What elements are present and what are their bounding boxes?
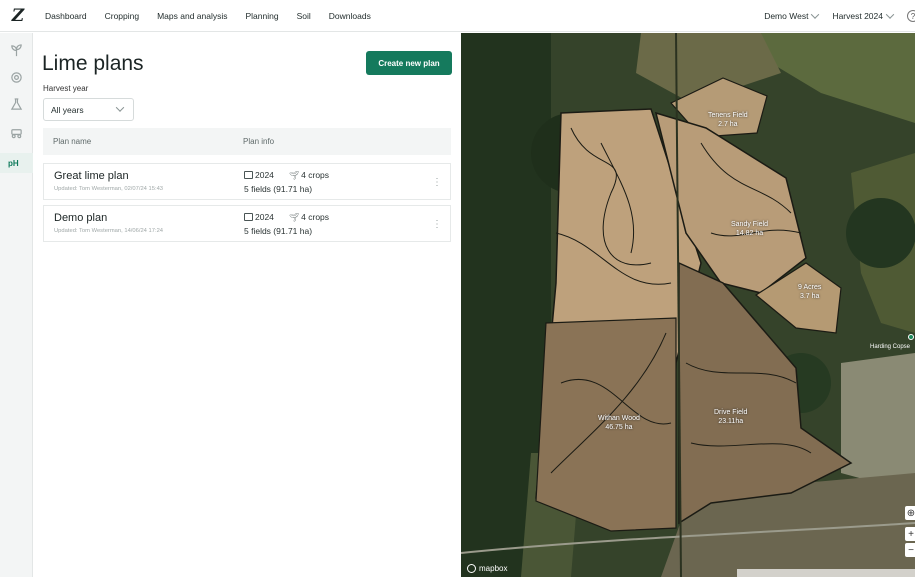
mapbox-logo[interactable]: mapbox: [467, 564, 507, 573]
create-new-plan-button[interactable]: Create new plan: [366, 51, 452, 75]
plan-crops: 🌱︎4 crops: [289, 170, 329, 180]
nav-downloads[interactable]: Downloads: [328, 10, 371, 21]
rail-active-indicator: [0, 153, 33, 173]
field-drive: [678, 261, 853, 525]
app-logo[interactable]: Z: [11, 5, 25, 26]
harvest-select-value: Harvest 2024: [832, 11, 883, 21]
flask-icon[interactable]: [9, 97, 23, 111]
main-nav: Dashboard Cropping Maps and analysis Pla…: [36, 11, 380, 21]
plan-year: 2024: [244, 170, 274, 180]
field-label-sandy: Sandy Field 14.82 ha: [731, 220, 768, 238]
harvest-year-label: Harvest year: [43, 84, 89, 93]
help-icon[interactable]: ?: [907, 10, 915, 22]
nav-right-controls: Demo West Harvest 2024 ?: [764, 0, 915, 32]
compass-button[interactable]: ⊕: [905, 506, 915, 520]
calendar-icon: [244, 171, 253, 179]
farm-select-value: Demo West: [764, 11, 809, 21]
field-area: 2.7 ha: [718, 121, 738, 128]
nav-dashboard[interactable]: Dashboard: [45, 10, 87, 21]
field-withan-wood-south: [535, 317, 677, 532]
field-name: Withan Wood: [598, 415, 640, 422]
field-name: Tenens Field: [708, 112, 748, 119]
field-sandy: [654, 111, 807, 294]
plan-crops-value: 4 crops: [301, 170, 330, 180]
harvest-select[interactable]: Harvest 2024: [832, 10, 895, 21]
plan-name: Great lime plan: [54, 170, 129, 182]
field-area: 46.75 ha: [605, 424, 633, 431]
plan-year-value: 2024: [255, 170, 274, 180]
field-label-withan-wood: Withan Wood 46.75 ha: [598, 414, 640, 432]
map-canvas: [461, 33, 915, 577]
target-icon[interactable]: [9, 70, 23, 84]
nav-planning[interactable]: Planning: [245, 10, 279, 21]
poi-label: Harding Copse: [870, 344, 911, 350]
field-label-9-acres: 9 Acres 3.7 ha: [798, 283, 821, 301]
nav-cropping[interactable]: Cropping: [104, 10, 140, 21]
plan-crops-value: 4 crops: [301, 212, 330, 222]
sprout-icon[interactable]: [9, 43, 23, 57]
field-area: 23.11ha: [718, 418, 744, 425]
chevron-down-icon: [811, 10, 820, 19]
plan-crops: 🌱︎4 crops: [289, 212, 329, 222]
lime-plans-panel: Lime plans Create new plan Harvest year …: [34, 33, 460, 577]
field-name: Sandy Field: [731, 221, 768, 228]
more-options-icon[interactable]: ⋮: [432, 218, 442, 230]
column-plan-name: Plan name: [53, 137, 92, 146]
zoom-out-button[interactable]: −: [905, 543, 915, 557]
column-plan-info: Plan info: [243, 137, 275, 146]
nav-maps-and-analysis[interactable]: Maps and analysis: [157, 10, 228, 21]
plans-table-header: Plan name Plan info: [43, 128, 451, 155]
field-label-tenens: Tenens Field 2.7 ha: [708, 111, 748, 129]
field-name: 9 Acres: [798, 284, 822, 291]
plan-fields: 5 fields (91.71 ha): [244, 226, 313, 236]
satellite-map[interactable]: Tenens Field 2.7 ha Sandy Field 14.82 ha 9…: [461, 33, 915, 577]
nav-soil[interactable]: Soil: [296, 10, 311, 21]
chevron-down-icon: [115, 103, 125, 112]
field-9-acres: [754, 262, 842, 334]
page-title: Lime plans: [42, 52, 144, 75]
plan-fields: 5 fields (91.71 ha): [244, 184, 313, 194]
top-nav-bar: Z Dashboard Cropping Maps and analysis P…: [0, 0, 915, 32]
plan-updated: Updated: Tom Westerman, 02/07/24 15:43: [54, 186, 164, 192]
plan-year: 2024: [244, 212, 274, 222]
table-row[interactable]: Demo plan Updated: Tom Westerman, 14/06/…: [43, 205, 451, 242]
calendar-icon: [244, 213, 253, 221]
plan-updated: Updated: Tom Westerman, 14/06/24 17:24: [54, 228, 164, 234]
plan-name: Demo plan: [54, 212, 108, 224]
mapbox-text: mapbox: [479, 564, 508, 573]
table-row[interactable]: Great lime plan Updated: Tom Westerman, …: [43, 163, 451, 200]
sprout-icon: 🌱︎: [289, 212, 300, 222]
tractor-icon[interactable]: [9, 125, 23, 139]
field-area: 14.82 ha: [735, 230, 764, 237]
plan-year-value: 2024: [255, 212, 274, 222]
left-icon-rail: pH ⇥: [0, 33, 33, 577]
harvest-year-select-value: All years: [51, 104, 84, 115]
map-attribution[interactable]: [737, 569, 915, 577]
zoom-in-button[interactable]: +: [905, 527, 915, 541]
field-label-drive: Drive Field 23.11ha: [714, 408, 747, 426]
more-options-icon[interactable]: ⋮: [432, 176, 442, 188]
ph-icon[interactable]: pH: [8, 159, 19, 168]
mapbox-icon: [467, 564, 476, 573]
poi-marker-icon[interactable]: [908, 334, 914, 340]
harvest-year-select[interactable]: All years: [43, 98, 134, 121]
field-name: Drive Field: [714, 409, 748, 416]
chevron-down-icon: [885, 10, 895, 19]
sprout-icon: 🌱︎: [289, 170, 300, 180]
farm-select[interactable]: Demo West: [764, 10, 820, 21]
field-area: 3.7 ha: [799, 293, 820, 300]
